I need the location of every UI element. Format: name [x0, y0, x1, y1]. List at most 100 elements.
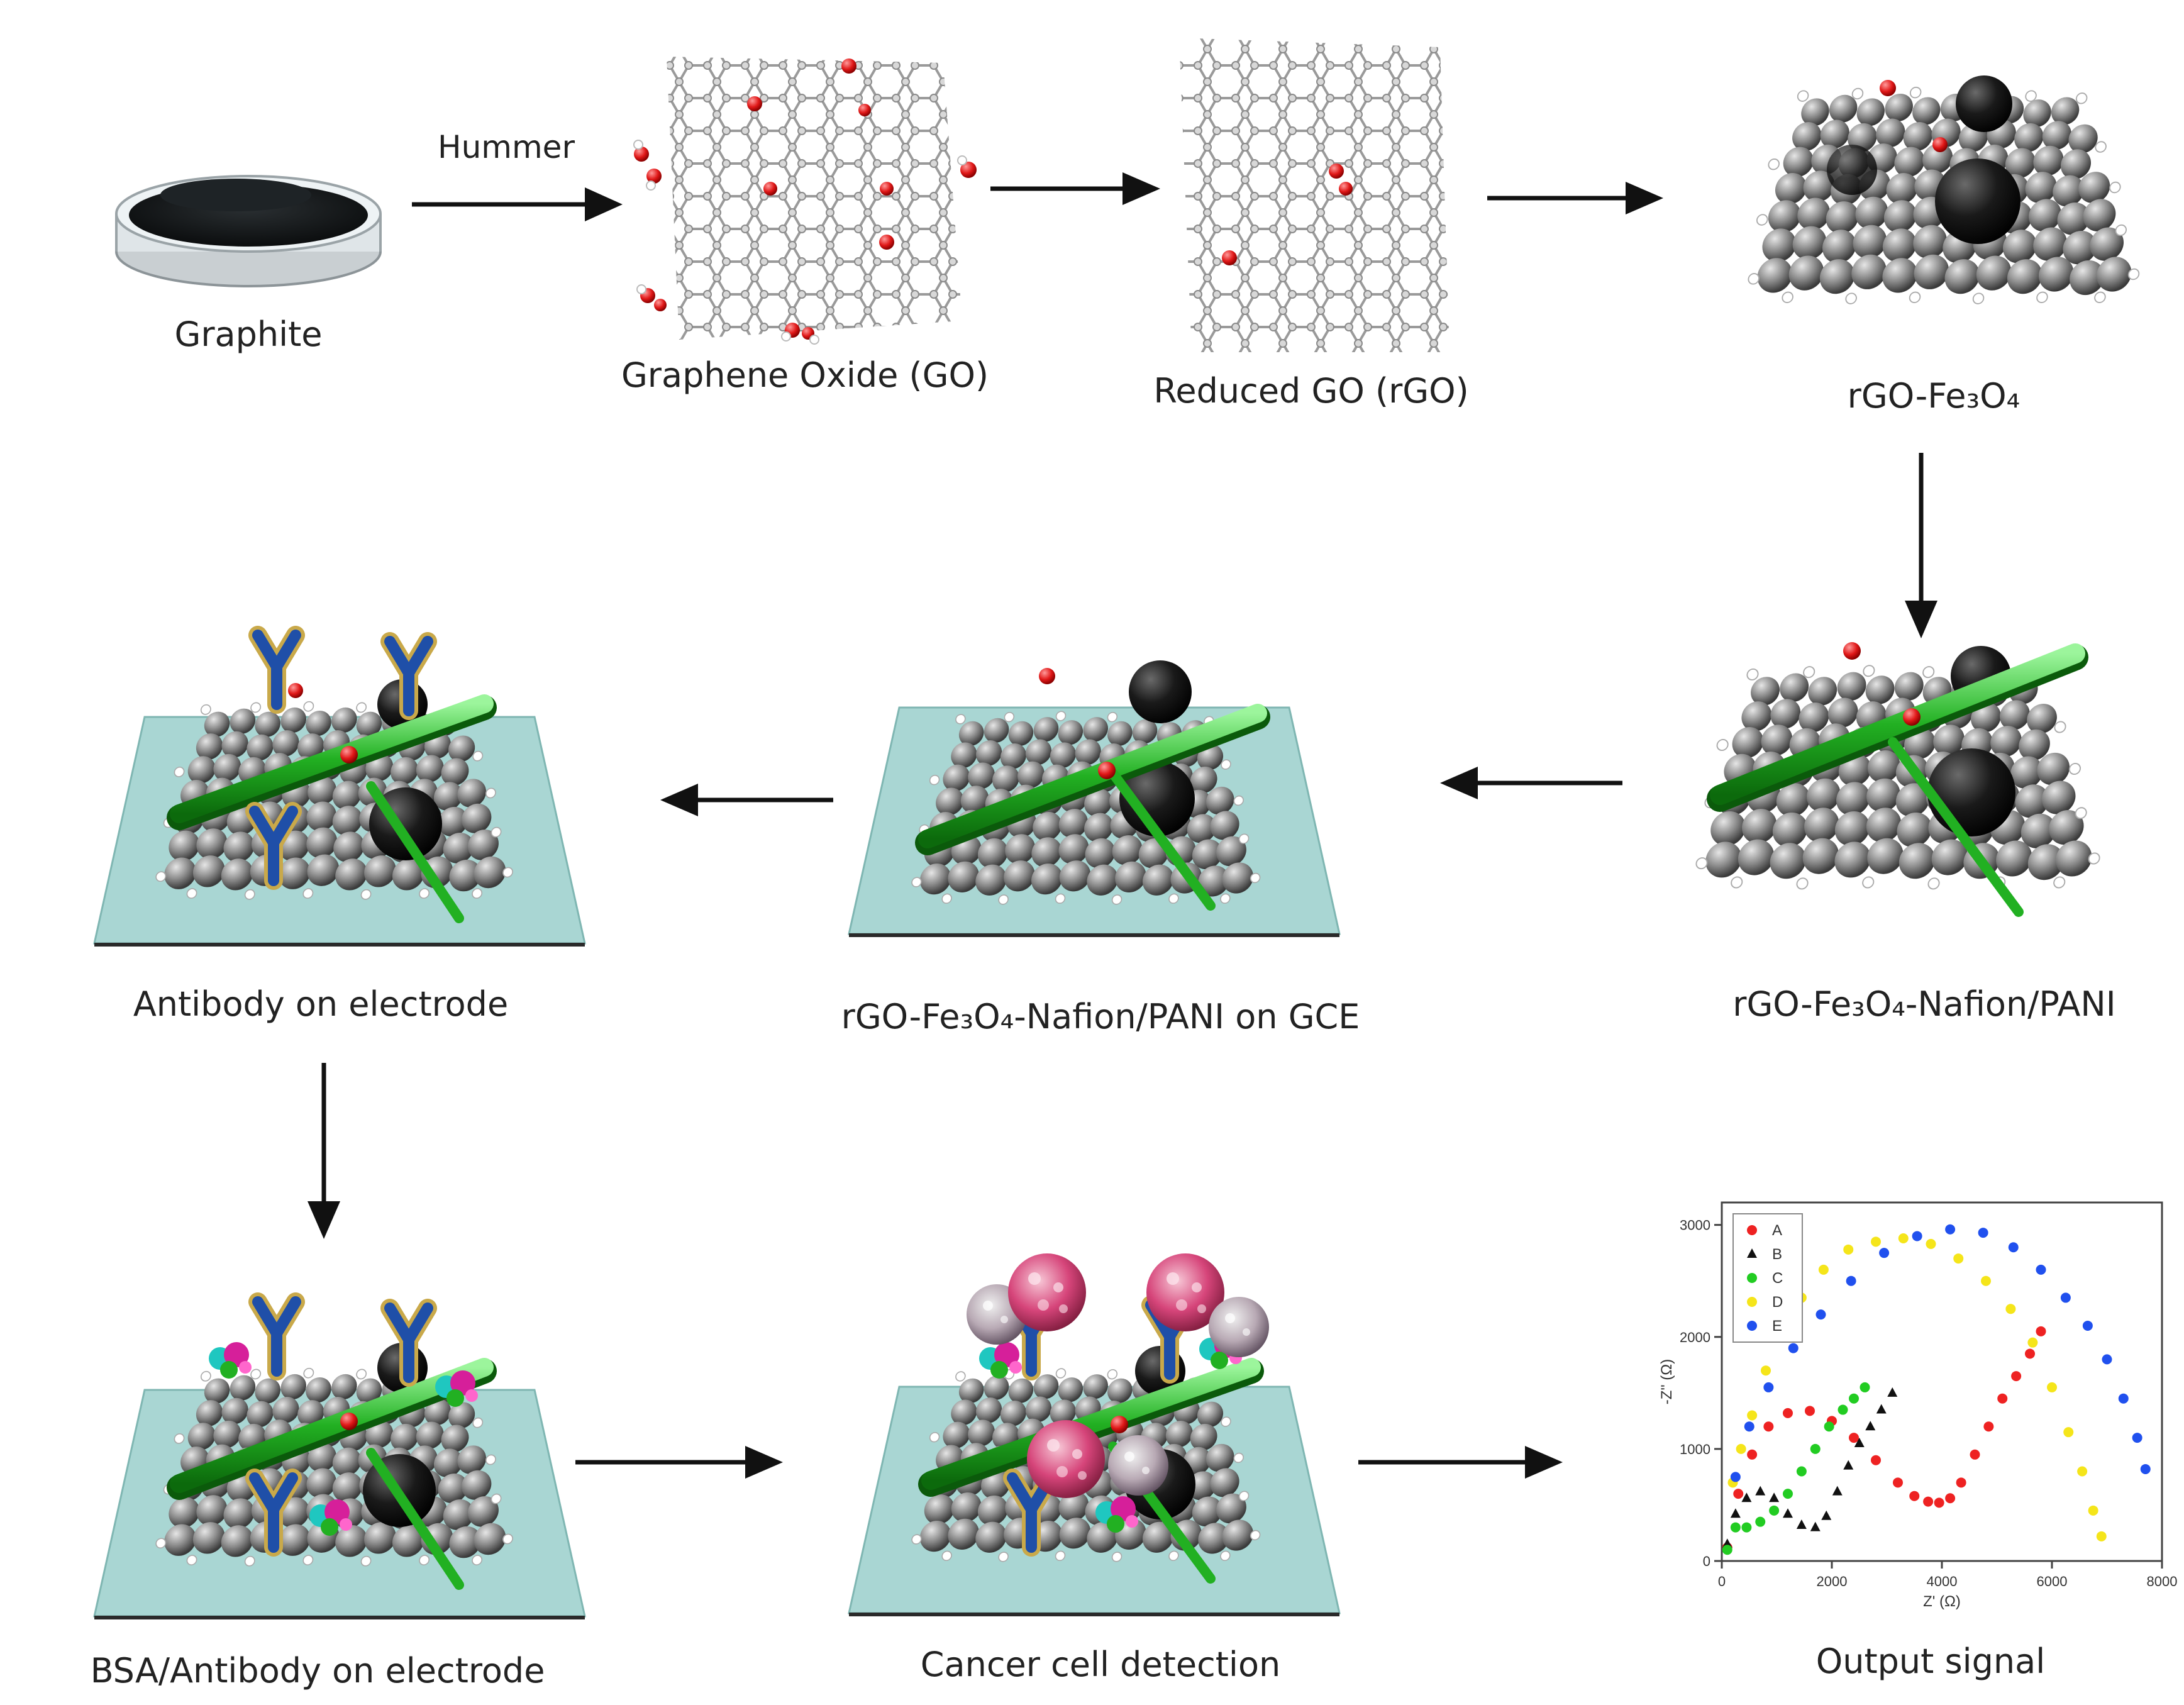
data-point-E	[2008, 1242, 2019, 1253]
data-point-D	[2027, 1337, 2038, 1348]
data-point-A	[1923, 1496, 1934, 1507]
hummer-arrow	[412, 187, 623, 221]
y-tick-label: 0	[1703, 1553, 1710, 1569]
data-point-E	[1945, 1224, 1956, 1235]
data-point-D	[1818, 1264, 1829, 1275]
legend-label-A: A	[1772, 1222, 1782, 1239]
x-axis-label: Z' (Ω)	[1923, 1593, 1961, 1610]
data-point-D	[1843, 1244, 1854, 1255]
output-label: Output signal	[1815, 1641, 2046, 1681]
data-point-E	[2036, 1264, 2046, 1275]
legend-box	[1732, 1213, 1803, 1343]
pani-to-gce-arrow	[1440, 767, 1622, 799]
rgo-to-fe3o4-arrow	[1487, 182, 1663, 214]
data-point-E	[1815, 1309, 1826, 1320]
graphite-label: Graphite	[174, 314, 323, 354]
data-point-C	[1838, 1404, 1848, 1415]
data-point-C	[1769, 1505, 1780, 1516]
data-point-C	[1722, 1545, 1732, 1555]
data-point-A	[1747, 1449, 1758, 1460]
data-point-B	[1887, 1387, 1898, 1397]
data-point-E	[1788, 1343, 1799, 1353]
data-point-A	[1893, 1477, 1903, 1488]
data-point-B	[1769, 1492, 1780, 1502]
data-point-C	[1783, 1489, 1793, 1499]
legend-marker-A	[1747, 1225, 1757, 1235]
data-point-D	[1761, 1365, 1771, 1376]
data-point-D	[1871, 1236, 1881, 1247]
data-point-E	[1730, 1472, 1741, 1482]
data-point-A	[2011, 1371, 2022, 1382]
bsa-to-cancer-arrow	[575, 1446, 783, 1479]
x-tick-label: 8000	[2147, 1574, 2178, 1589]
data-point-A	[1934, 1497, 1944, 1508]
go-label: Graphene Oxide (GO)	[621, 355, 989, 395]
graphite-dish-icon	[115, 175, 382, 287]
data-point-D	[1981, 1275, 1991, 1286]
data-point-E	[1879, 1248, 1890, 1258]
rgo-fe3o4-pani-model	[1693, 642, 2120, 917]
y-axis-label: -Z'' (Ω)	[1658, 1359, 1675, 1404]
legend-label-D: D	[1772, 1294, 1783, 1311]
data-point-A	[2036, 1326, 2046, 1336]
reduced-go-sheet	[1179, 38, 1450, 352]
legend-label-E: E	[1772, 1318, 1782, 1335]
x-tick-label: 6000	[2037, 1574, 2068, 1589]
data-point-A	[1805, 1406, 1815, 1416]
legend-marker-B	[1747, 1248, 1757, 1258]
data-point-A	[1970, 1449, 1980, 1460]
rgo-fe3o4-label: rGO-Fe₃O₄	[1847, 376, 2020, 416]
data-point-E	[1978, 1228, 1988, 1238]
gce-to-antibody-arrow	[660, 784, 833, 816]
data-point-D	[2005, 1304, 2016, 1314]
antibody-label: Antibody on electrode	[133, 984, 509, 1024]
data-point-A	[1983, 1421, 1994, 1432]
data-point-A	[1945, 1493, 1956, 1504]
data-point-A	[1733, 1489, 1744, 1499]
data-point-C	[1741, 1522, 1752, 1533]
on-gce-label: rGO-Fe₃O₄-Nafion/PANI on GCE	[841, 997, 1360, 1036]
data-point-C	[1796, 1466, 1807, 1477]
data-point-B	[1741, 1492, 1752, 1502]
data-point-C	[1810, 1443, 1821, 1454]
y-tick-label: 3000	[1680, 1218, 1710, 1233]
data-point-A	[2025, 1348, 2035, 1359]
pani-on-gce-model	[849, 660, 1339, 935]
cancer-to-output-arrow	[1358, 1446, 1563, 1479]
data-point-C	[1860, 1382, 1870, 1392]
cancer-cell-detection-model	[849, 1253, 1339, 1614]
rgo-fe3o4-pani-label: rGO-Fe₃O₄-Nafion/PANI	[1732, 984, 2116, 1024]
data-point-E	[1846, 1275, 1856, 1286]
data-point-D	[2077, 1466, 2088, 1477]
data-point-B	[1843, 1460, 1854, 1470]
data-point-E	[2132, 1433, 2142, 1443]
data-point-B	[1854, 1437, 1865, 1447]
data-point-B	[1832, 1486, 1843, 1496]
data-point-E	[1912, 1231, 1922, 1241]
data-point-B	[1755, 1486, 1766, 1496]
antibody-to-bsa-arrow	[308, 1063, 340, 1239]
data-point-C	[1730, 1522, 1741, 1533]
data-point-D	[1736, 1443, 1746, 1454]
data-point-D	[2096, 1531, 2107, 1541]
data-point-A	[1909, 1491, 1920, 1501]
rgo-label: Reduced GO (rGO)	[1153, 371, 1469, 411]
fe3o4-to-pani-arrow	[1905, 453, 1937, 638]
data-point-E	[1763, 1382, 1774, 1392]
data-point-E	[1744, 1421, 1754, 1432]
data-point-C	[1824, 1421, 1834, 1432]
data-point-D	[1747, 1410, 1758, 1421]
bsa-antibody-label: BSA/Antibody on electrode	[90, 1651, 545, 1691]
data-point-D	[1953, 1253, 1964, 1264]
bsa-antibody-model	[94, 1302, 585, 1618]
data-point-B	[1730, 1508, 1741, 1518]
legend-label-B: B	[1772, 1246, 1782, 1263]
data-point-D	[2063, 1427, 2074, 1438]
data-point-A	[1763, 1421, 1774, 1432]
data-point-B	[1865, 1421, 1876, 1431]
data-point-E	[2102, 1354, 2112, 1365]
legend-marker-C	[1747, 1273, 1757, 1283]
graphene-oxide-sheet	[633, 57, 977, 345]
